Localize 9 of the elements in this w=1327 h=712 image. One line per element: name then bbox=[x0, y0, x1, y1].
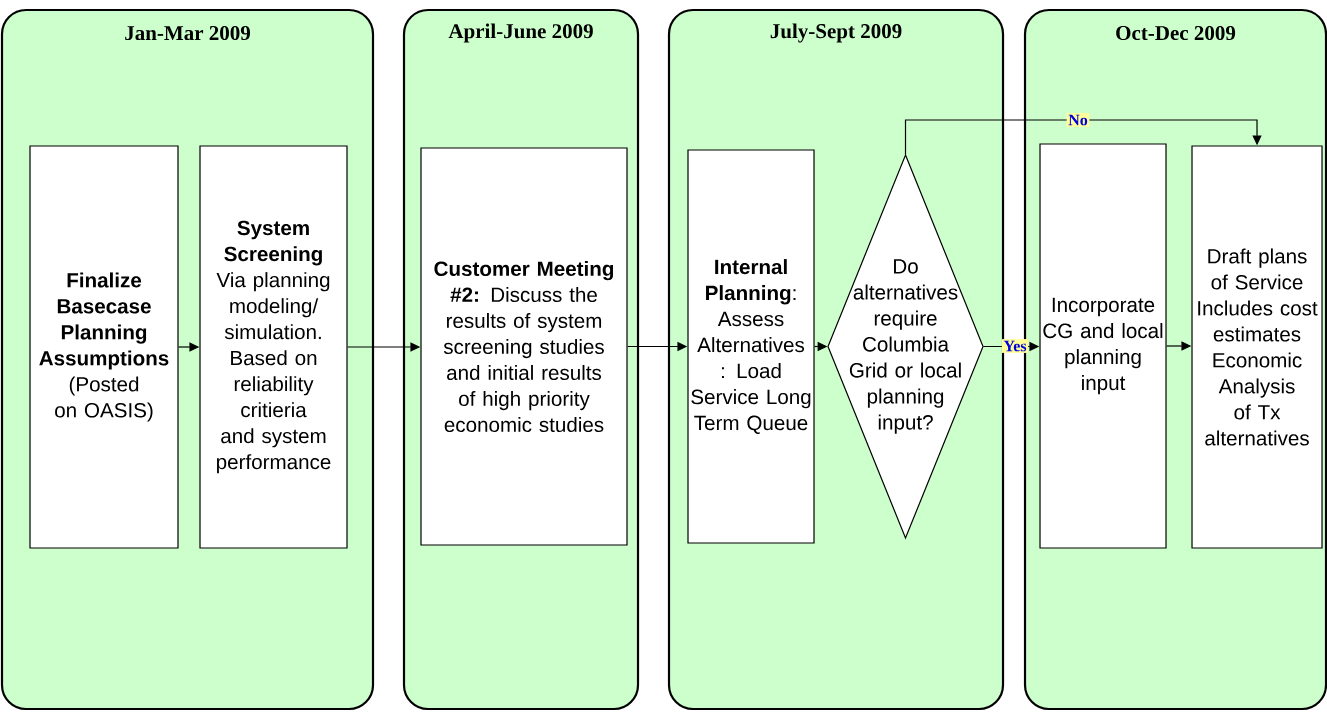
process-box: Draft plans of Service Includes cost estimates Economic Analysis of Tx alternatives bbox=[1191, 145, 1323, 549]
process-box: System Screening Via planning modeling/ simulation. Based on reliability critieria and system performance bbox=[199, 145, 348, 549]
edge-label: Yes bbox=[1001, 339, 1029, 353]
process-box: Customer Meeting #2: Discuss the results of system screening studies and initial results of high priority economic studies bbox=[420, 147, 628, 546]
edge-label: No bbox=[1066, 113, 1090, 127]
arrow bbox=[904, 119, 1262, 156]
process-box: Internal Planning: Assess Alternatives : Load Service Long Term Queue bbox=[687, 149, 815, 544]
process-box: Incorporate CG and local planning input bbox=[1039, 143, 1167, 549]
process-box: Finalize Basecase Planning Assumptions (Posted on OASIS) bbox=[29, 145, 179, 549]
